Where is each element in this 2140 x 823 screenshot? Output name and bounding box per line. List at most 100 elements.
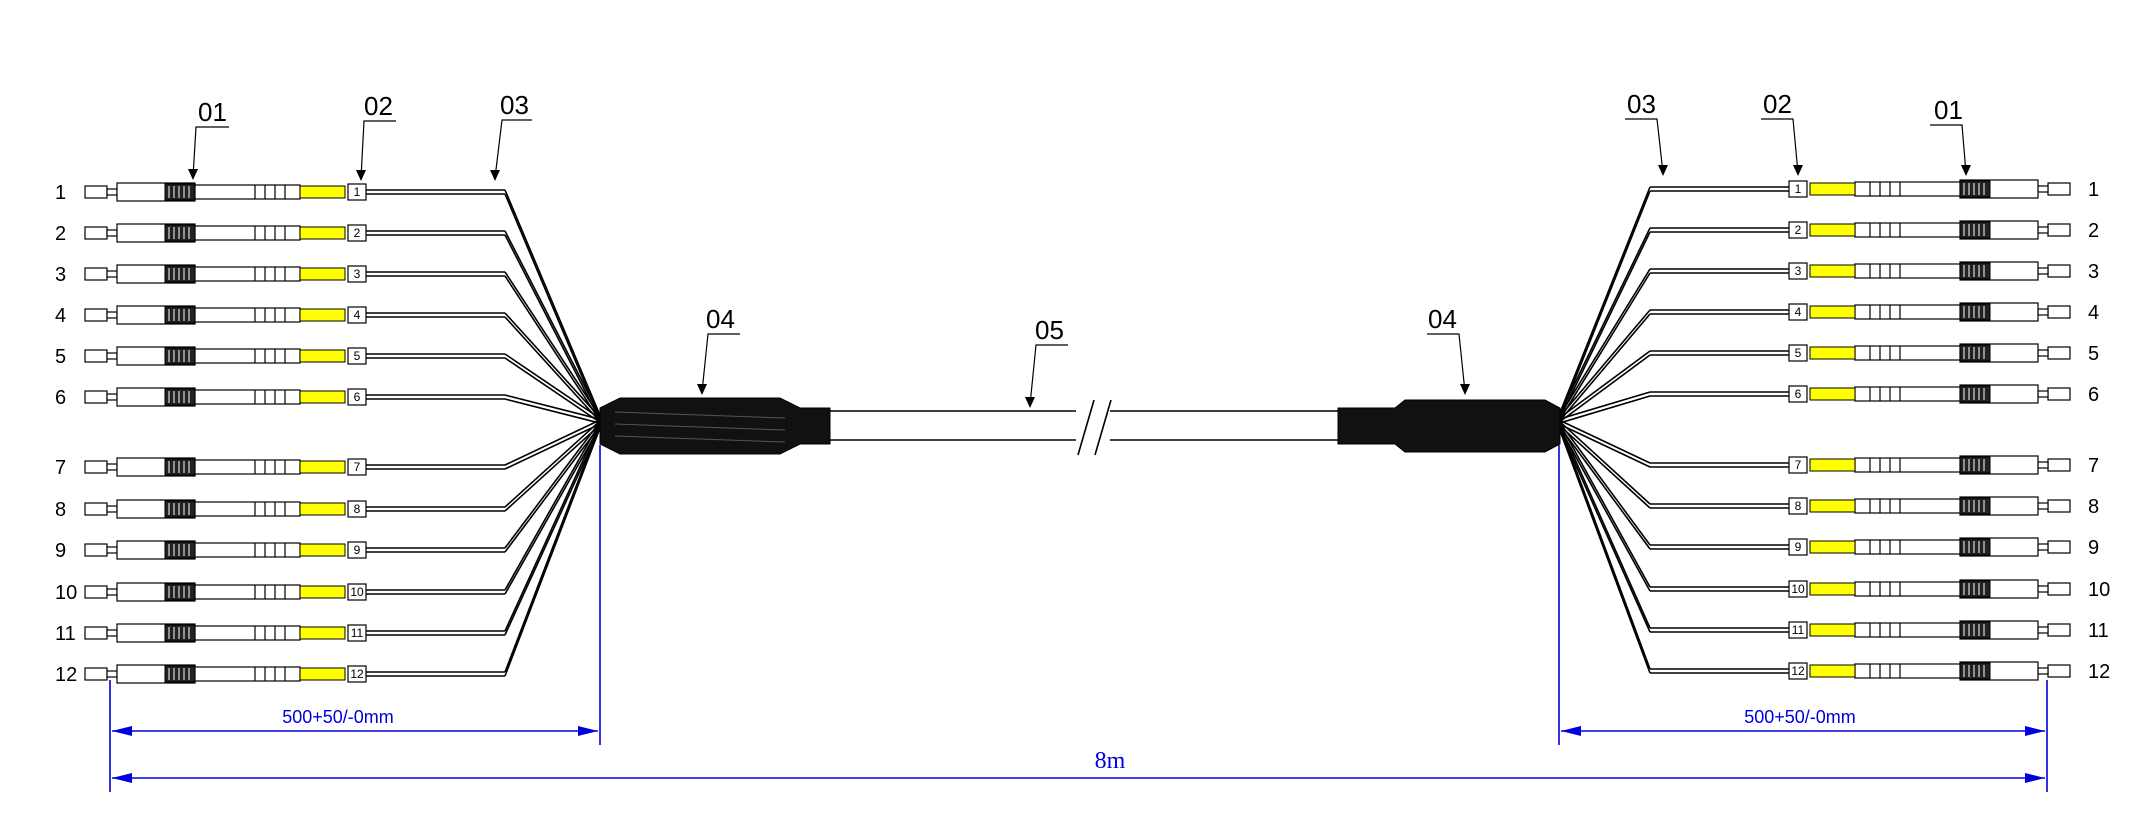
fiber-label-tag (1788, 180, 1808, 198)
connector-boot (194, 225, 301, 241)
fiber-label-number: 1 (1795, 182, 1802, 196)
dust-cap (84, 502, 108, 516)
fiber-fanout (1558, 423, 1651, 670)
total-length-dimension: 8m (1095, 748, 1126, 774)
fiber-fanout (1558, 391, 1651, 420)
right-fiber-number: 12 (2088, 661, 2110, 683)
connector-boot (1854, 181, 1961, 197)
left-fiber-10: 10 10 (55, 422, 601, 604)
connector-boot (1854, 386, 1961, 402)
right-fiber-1: 11 (1558, 179, 2099, 420)
connector-boot (1854, 345, 1961, 361)
right-fiber-4: 44 (1558, 302, 2099, 423)
right-fiber-number: 9 (2088, 537, 2099, 559)
dust-cap (84, 626, 108, 640)
right-fiber-number: 4 (2088, 302, 2099, 324)
right-fiber-7: 77 (1558, 419, 2099, 477)
yellow-sleeve (1809, 582, 1856, 596)
dust-cap (2047, 223, 2071, 237)
right-breakout-body (1337, 399, 1561, 453)
yellow-sleeve (299, 626, 346, 640)
connector-boot (1854, 663, 1961, 679)
connector-boot (194, 348, 301, 364)
fiber-fanout (504, 189, 601, 416)
fiber-label-number: 2 (354, 226, 361, 240)
right-leg-dimension: 500+50/-0mm (1744, 707, 1856, 727)
fiber-fanout (504, 230, 601, 417)
fiber-label-tag (347, 265, 367, 283)
yellow-sleeve (299, 585, 346, 599)
fiber-label-tag (347, 458, 367, 476)
dust-cap (2047, 182, 2071, 196)
left-breakout-hatch (614, 411, 786, 443)
connector-boot (194, 266, 301, 282)
fiber-label-number: 7 (354, 460, 361, 474)
left-fiber-number: 7 (55, 457, 66, 479)
callout-03-left: 03 (500, 90, 529, 120)
fiber-label-tag (1788, 456, 1808, 474)
callout-01-right: 01 (1934, 95, 1963, 125)
left-fiber-number: 10 (55, 582, 77, 604)
connector-boot (1854, 222, 1961, 238)
yellow-sleeve (1809, 499, 1856, 513)
yellow-sleeve (299, 267, 346, 281)
callout-02-right: 02 (1763, 89, 1792, 119)
yellow-sleeve (299, 460, 346, 474)
fiber-fanout (1558, 422, 1651, 629)
fiber-label-tag (1788, 538, 1808, 556)
dust-cap (84, 667, 108, 681)
left-fiber-number: 5 (55, 346, 66, 368)
left-breakout-body (599, 397, 831, 455)
right-fiber-8: 88 (1558, 420, 2099, 518)
yellow-sleeve (1809, 664, 1856, 678)
fiber-fanout (1558, 420, 1651, 505)
fiber-label-number: 10 (1791, 582, 1805, 596)
dust-cap (2047, 346, 2071, 360)
yellow-sleeve (299, 185, 346, 199)
connector-boot (194, 459, 301, 475)
fiber-fanout (504, 421, 601, 549)
fiber-fanout (504, 353, 601, 420)
fiber-label-number: 8 (354, 502, 361, 516)
fiber-label-tag (347, 583, 367, 601)
yellow-sleeve (299, 390, 346, 404)
yellow-sleeve (299, 667, 346, 681)
fiber-fanout (504, 423, 601, 673)
yellow-sleeve (1809, 623, 1856, 637)
fiber-fanout (1558, 421, 1651, 546)
connector-boot (1854, 304, 1961, 320)
fiber-label-number: 10 (350, 585, 364, 599)
callouts: 01 02 03 04 05 04 03 02 01 (188, 89, 1971, 408)
fiber-label-tag (347, 224, 367, 242)
fiber-label-number: 5 (354, 349, 361, 363)
right-fiber-6: 66 (1558, 384, 2099, 424)
fiber-label-tag (347, 183, 367, 201)
yellow-sleeve (1809, 346, 1856, 360)
connector-boot (1854, 539, 1961, 555)
fiber-label-tag (1788, 621, 1808, 639)
left-leg-dimension: 500+50/-0mm (282, 707, 394, 727)
dust-cap (2047, 623, 2071, 637)
left-fiber-number: 12 (55, 664, 77, 686)
yellow-sleeve (1809, 540, 1856, 554)
yellow-sleeve (1809, 223, 1856, 237)
connector-boot (194, 584, 301, 600)
dust-cap (2047, 582, 2071, 596)
connector-boot (194, 666, 301, 682)
dust-cap (84, 460, 108, 474)
right-fiber-9: 99 (1558, 421, 2099, 559)
fiber-label-number: 2 (1795, 223, 1802, 237)
dust-cap (2047, 458, 2071, 472)
left-fiber-number: 9 (55, 540, 66, 562)
connector-boot (194, 501, 301, 517)
fiber-label-number: 6 (354, 390, 361, 404)
callout-04-right: 04 (1428, 304, 1457, 334)
trunk-cable (830, 399, 1338, 456)
yellow-sleeve (1809, 264, 1856, 278)
fiber-label-tag (347, 347, 367, 365)
